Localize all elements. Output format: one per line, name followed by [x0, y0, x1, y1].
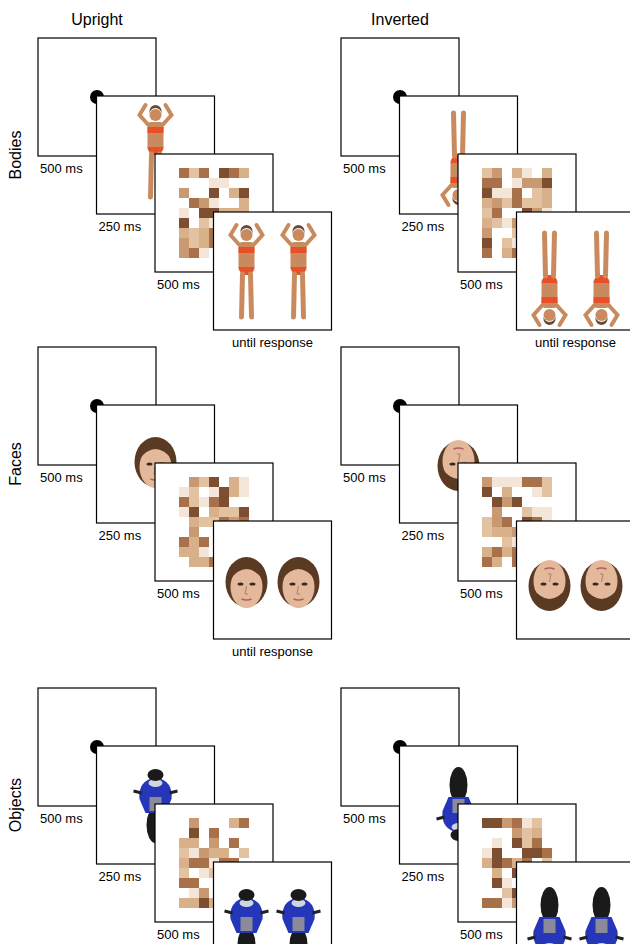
- display-frame: [517, 862, 630, 944]
- duration-label: 500 ms: [157, 277, 200, 292]
- duration-label: 500 ms: [460, 277, 503, 292]
- duration-label: 500 ms: [40, 811, 83, 826]
- duration-label: 250 ms: [402, 528, 445, 543]
- column-label: Upright: [71, 11, 123, 29]
- duration-label: 500 ms: [460, 586, 503, 601]
- duration-label: until response: [232, 644, 313, 659]
- duration-label: 500 ms: [343, 470, 386, 485]
- duration-label: 500 ms: [157, 586, 200, 601]
- duration-label: 500 ms: [343, 811, 386, 826]
- display-frame: [214, 862, 332, 944]
- display-frame: [214, 521, 332, 639]
- duration-label: 250 ms: [402, 869, 445, 884]
- display-frame: [517, 521, 630, 639]
- duration-label: 500 ms: [157, 927, 200, 942]
- duration-label: 500 ms: [460, 927, 503, 942]
- duration-label: 500 ms: [40, 470, 83, 485]
- duration-label: 250 ms: [99, 219, 142, 234]
- duration-label: 500 ms: [343, 161, 386, 176]
- display-frame: [517, 212, 630, 330]
- duration-label: until response: [535, 335, 616, 350]
- duration-label: 250 ms: [99, 869, 142, 884]
- duration-label: 250 ms: [402, 219, 445, 234]
- row-label: Objects: [7, 778, 25, 832]
- display-frame: [214, 212, 332, 330]
- row-label: Bodies: [7, 131, 25, 180]
- column-label: Inverted: [371, 11, 429, 29]
- duration-label: 500 ms: [40, 161, 83, 176]
- duration-label: 250 ms: [99, 528, 142, 543]
- duration-label: until response: [232, 335, 313, 350]
- row-label: Faces: [7, 442, 25, 486]
